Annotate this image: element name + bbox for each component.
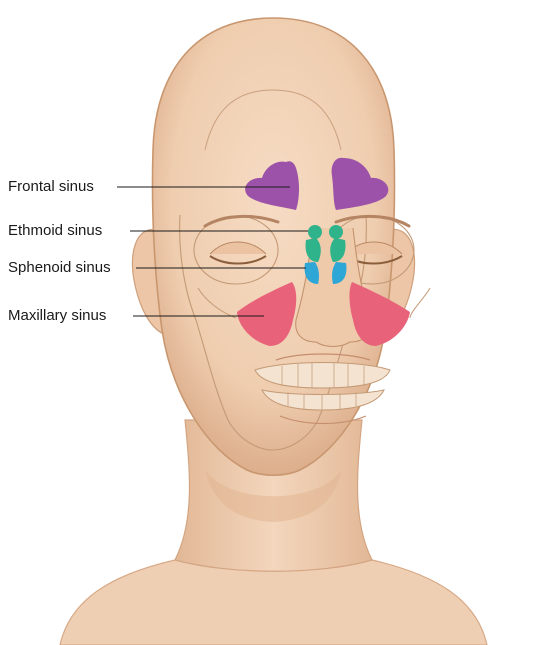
ethmoid-sinus-label: Ethmoid sinus <box>8 222 102 240</box>
maxillary-sinus-label: Maxillary sinus <box>8 307 106 325</box>
sphenoid-sinus-label: Sphenoid sinus <box>8 259 111 277</box>
ethmoid-sinus-left-upper <box>308 225 322 239</box>
ethmoid-sinus-right-upper <box>329 225 343 239</box>
right-cheekbone <box>410 288 430 318</box>
frontal-sinus-label: Frontal sinus <box>8 178 94 196</box>
